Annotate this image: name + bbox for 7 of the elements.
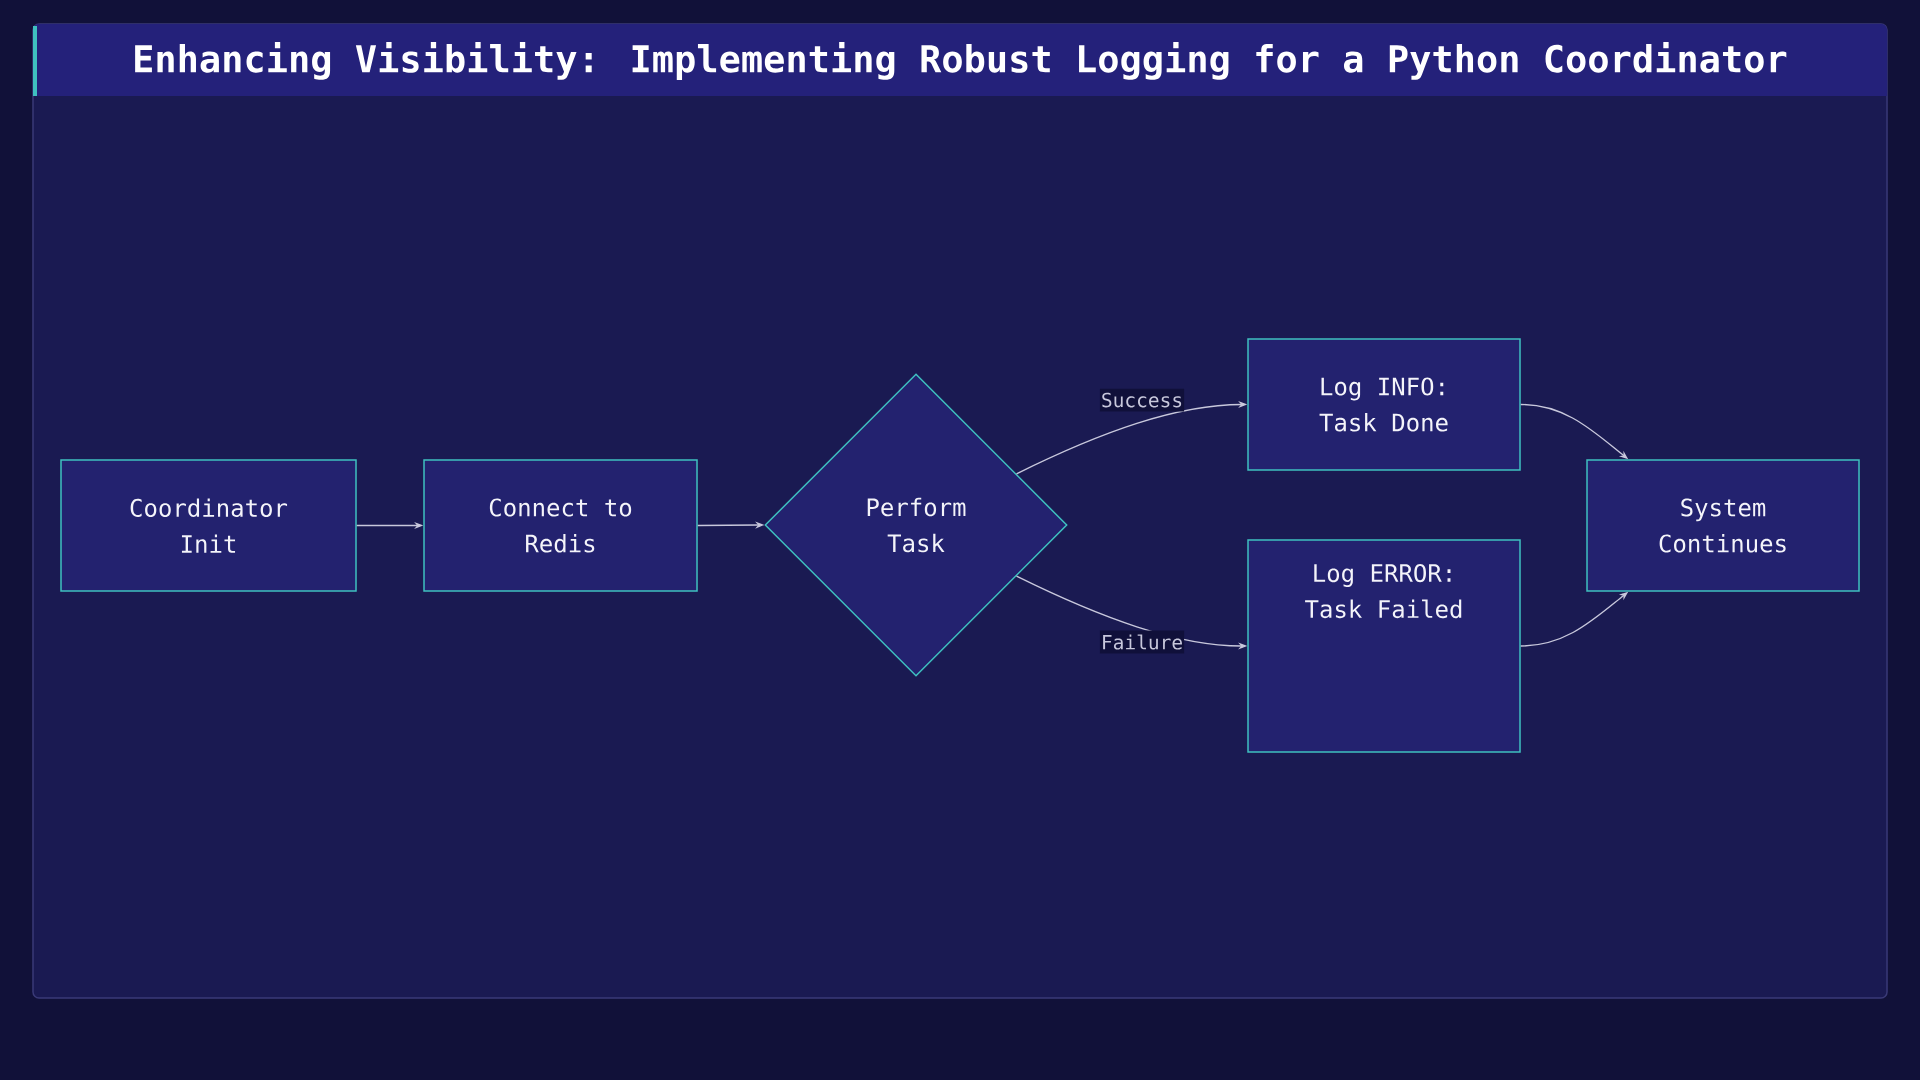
- process-box: Connect to Redis: [423, 459, 698, 592]
- process-box: System Continues: [1586, 459, 1860, 592]
- process-box: Log ERROR: Task Failed: [1247, 539, 1521, 753]
- process-box: Coordinator Init: [60, 459, 357, 592]
- process-box: Log INFO: Task Done: [1247, 338, 1521, 471]
- title-bar: Enhancing Visibility: Implementing Robust Logging for a Python Coordinator: [33, 24, 1887, 96]
- edge-label: Failure: [1099, 630, 1185, 654]
